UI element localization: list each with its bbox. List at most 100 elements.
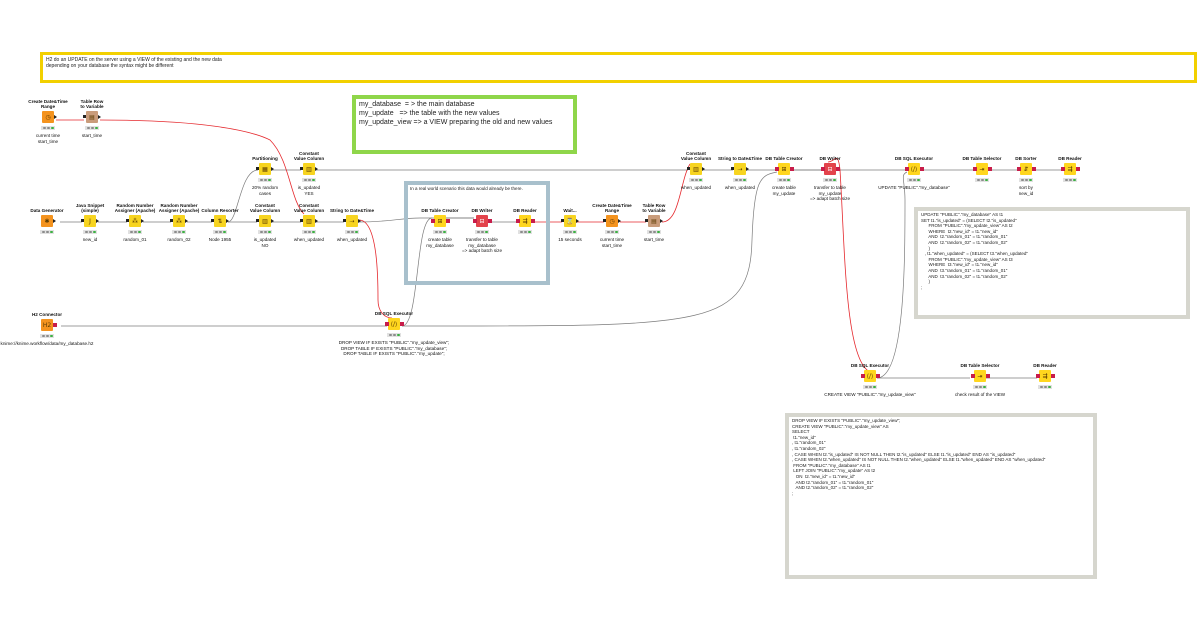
node-n28[interactable]: DB SQL Executor⟨/⟩DROP VIEW IF EXISTS "P…	[339, 311, 450, 356]
input-port[interactable]	[170, 219, 173, 223]
output-port[interactable]	[876, 374, 880, 379]
string-to-date-icon[interactable]: ⇢	[734, 163, 746, 176]
input-port[interactable]	[343, 219, 346, 223]
output-port[interactable]	[53, 219, 56, 224]
constant-column-icon[interactable]: ▥	[690, 163, 702, 176]
h2-connector-icon[interactable]: H2	[41, 319, 53, 332]
db-sql-executor-icon[interactable]: ⟨/⟩	[908, 163, 920, 176]
date-time-icon[interactable]: ◷	[606, 215, 618, 228]
input-port[interactable]	[300, 167, 303, 171]
random-icon[interactable]: ⁂	[129, 215, 141, 228]
input-port[interactable]	[861, 374, 865, 379]
string-to-date-icon[interactable]: ⇢	[346, 215, 358, 228]
output-port[interactable]	[141, 219, 144, 224]
output-port[interactable]	[400, 322, 404, 327]
output-port[interactable]	[920, 167, 924, 172]
output-port[interactable]	[1076, 167, 1080, 172]
input-port[interactable]	[731, 167, 734, 171]
output-port[interactable]	[446, 219, 450, 224]
node-n23[interactable]: DB SQL Executor⟨/⟩UPDATE "PUBLIC"."my_da…	[878, 156, 950, 190]
output-port[interactable]	[660, 219, 663, 224]
input-port[interactable]	[1061, 167, 1065, 172]
output-port[interactable]	[358, 219, 361, 224]
variable-icon[interactable]: ▤	[648, 215, 660, 228]
output-port[interactable]	[54, 115, 57, 120]
db-writer-icon[interactable]: ⊟	[476, 215, 488, 228]
output-port[interactable]	[1051, 374, 1055, 379]
input-port[interactable]	[1017, 167, 1021, 172]
output-port[interactable]	[226, 219, 229, 224]
partition-icon[interactable]: ▦	[259, 163, 271, 176]
input-port[interactable]	[516, 219, 520, 224]
input-port[interactable]	[561, 219, 564, 223]
input-port[interactable]	[971, 374, 975, 379]
wait-icon[interactable]: ⌛	[564, 215, 576, 228]
db-table-creator-icon[interactable]: ⊞	[434, 215, 446, 228]
output-port[interactable]	[1032, 167, 1036, 172]
node-n29[interactable]: DB SQL Executor⟨/⟩CREATE VIEW "PUBLIC"."…	[824, 363, 915, 397]
input-port[interactable]	[473, 219, 477, 224]
db-table-selector-icon[interactable]: ⇥	[974, 370, 986, 383]
db-writer-icon[interactable]: ⊟	[824, 163, 836, 176]
random-icon[interactable]: ⁂	[173, 215, 185, 228]
output-port[interactable]	[315, 219, 318, 224]
input-port[interactable]	[431, 219, 435, 224]
input-port[interactable]	[1036, 374, 1040, 379]
input-port[interactable]	[300, 219, 303, 223]
input-port[interactable]	[385, 322, 389, 327]
input-port[interactable]	[603, 219, 606, 223]
input-port[interactable]	[126, 219, 129, 223]
input-port[interactable]	[81, 219, 84, 223]
output-port[interactable]	[96, 219, 99, 224]
date-time-icon[interactable]: ◷	[42, 111, 54, 124]
db-table-creator-icon[interactable]: ⊞	[778, 163, 790, 176]
input-port[interactable]	[687, 167, 690, 171]
constant-column-icon[interactable]: ▥	[303, 215, 315, 228]
output-port[interactable]	[488, 219, 492, 224]
node-n31[interactable]: DB Reader⇶	[1015, 363, 1075, 390]
node-n30[interactable]: DB Table Selector⇥check result of the VI…	[950, 363, 1010, 397]
node-n7[interactable]: Column Resorter⇅Node 1955	[190, 208, 250, 242]
input-port[interactable]	[821, 167, 825, 172]
output-port[interactable]	[702, 167, 705, 172]
data-generator-icon[interactable]: ✱	[41, 215, 53, 228]
db-sql-executor-icon[interactable]: ⟨/⟩	[864, 370, 876, 383]
output-port[interactable]	[315, 167, 318, 172]
node-n26[interactable]: DB Reader⇶	[1040, 156, 1100, 183]
node-n3[interactable]: Data Generator✱	[17, 208, 77, 235]
input-port[interactable]	[211, 219, 214, 223]
output-port[interactable]	[836, 167, 840, 172]
db-reader-icon[interactable]: ⇶	[519, 215, 531, 228]
output-port[interactable]	[185, 219, 188, 224]
output-port[interactable]	[53, 323, 57, 328]
output-port[interactable]	[576, 219, 579, 224]
input-port[interactable]	[905, 167, 909, 172]
input-port[interactable]	[645, 219, 648, 223]
db-table-selector-icon[interactable]: ⇥	[976, 163, 988, 176]
output-port[interactable]	[988, 167, 992, 172]
node-n24[interactable]: DB Table Selector⇥	[952, 156, 1012, 183]
input-port[interactable]	[83, 115, 86, 119]
output-port[interactable]	[271, 167, 274, 172]
node-n20[interactable]: String to Date&Time⇢when_updated	[710, 156, 770, 190]
column-resorter-icon[interactable]: ⇅	[214, 215, 226, 228]
output-port[interactable]	[98, 115, 101, 120]
output-port[interactable]	[618, 219, 621, 224]
java-snippet-icon[interactable]: J	[84, 215, 96, 228]
